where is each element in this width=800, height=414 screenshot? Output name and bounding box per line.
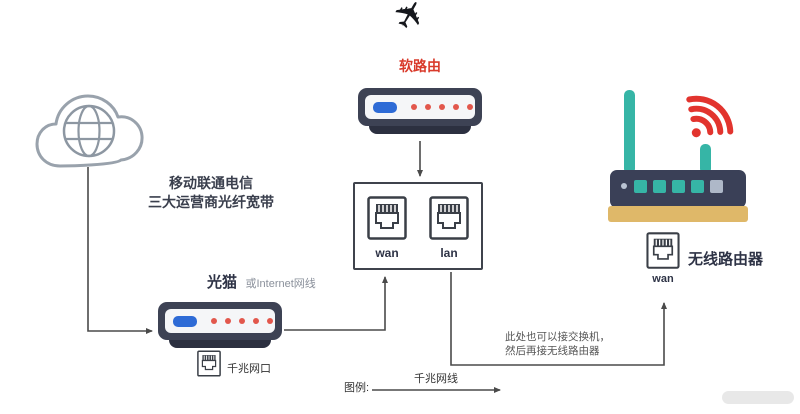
soft-router-indicator-lights (411, 104, 473, 110)
internet-cloud-globe-icon (35, 94, 144, 168)
router-base (608, 206, 748, 222)
modem-indicator-lights (211, 318, 273, 324)
switch-note-line2: 然后再接无线路由器 (505, 345, 600, 357)
carrier-text: 移动联通电信 三大运营商光纤宽带 (128, 174, 294, 212)
modem-label-row: 光猫 或Internet网线 (207, 271, 316, 292)
soft-router-body (358, 88, 482, 126)
carrier-line1: 移动联通电信 (169, 175, 253, 191)
lan-ethernet-port-icon (429, 196, 469, 240)
antenna-right (700, 144, 711, 174)
wan-ethernet-port-icon (367, 196, 407, 240)
soft-router-device (358, 88, 482, 134)
wireless-router-illustration (608, 90, 748, 222)
modem-front-panel (165, 309, 275, 333)
airplane-icon: ✈ (384, 0, 438, 40)
lan-port-group: lan (427, 196, 471, 268)
wan-lan-ports-box: wan lan (353, 182, 483, 270)
modem-port-label: 千兆网口 (227, 363, 271, 375)
soft-router-led (373, 101, 397, 113)
modem-body (158, 302, 282, 340)
carrier-line2: 三大运营商光纤宽带 (148, 194, 274, 210)
legend-cable-label: 千兆网线 (414, 373, 458, 385)
modem-label: 光猫 (207, 274, 238, 291)
wan-port-label: wan (375, 246, 399, 260)
soft-router-label: 软路由 (399, 58, 441, 74)
modem-port-group: 千兆网口 (197, 350, 271, 377)
wireless-wan-port-group: wan (646, 232, 680, 285)
wan-port-group: wan (365, 196, 409, 268)
optical-modem-device (158, 302, 282, 348)
modem-alt-label: 或Internet网线 (245, 278, 316, 290)
wireless-wan-ethernet-port-icon (646, 232, 680, 269)
switch-note: 此处也可以接交换机， 然后再接无线路由器 (505, 330, 610, 358)
legend-title: 图例: (344, 382, 370, 394)
soft-router-front-panel (365, 95, 475, 119)
antenna-left (624, 90, 635, 174)
wireless-router-label: 无线路由器 (688, 251, 764, 268)
wireless-wan-label: wan (652, 273, 674, 285)
modem-led (173, 315, 197, 327)
switch-note-line1: 此处也可以接交换机， (505, 331, 610, 343)
soft-router-stand (369, 126, 471, 134)
wifi-signal-icon (686, 95, 734, 138)
lan-port-label: lan (440, 246, 458, 260)
ethernet-port-icon (197, 350, 221, 377)
watermark-badge (722, 391, 794, 404)
modem-stand (169, 340, 271, 348)
